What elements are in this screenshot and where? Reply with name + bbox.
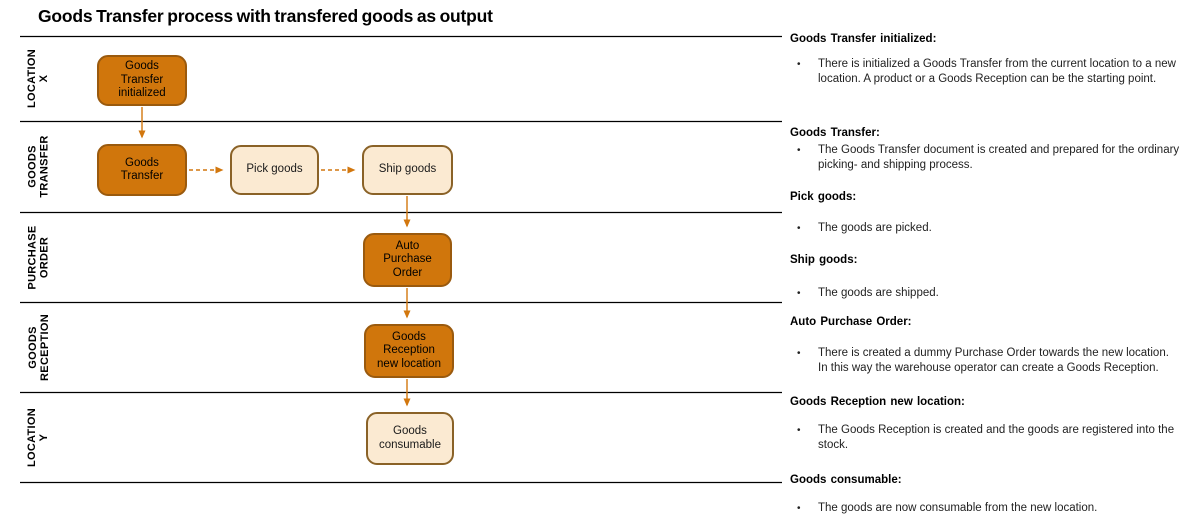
node-auto-purchase-order: Auto Purchase Order: [363, 233, 452, 287]
bullet-text: The Goods Transfer document is created a…: [818, 144, 1180, 171]
node-goods-transfer: Goods Transfer: [97, 144, 187, 196]
bullet-text: The goods are now consumable from the ne…: [818, 502, 1098, 514]
bullet-item: • The Goods Transfer document is created…: [797, 143, 1193, 173]
bullet-item: • There is initialized a Goods Transfer …: [797, 57, 1193, 87]
node-ship-goods: Ship goods: [362, 145, 453, 195]
lane-label-location-x: LOCATION X: [26, 48, 51, 109]
bullet-text: There is initialized a Goods Transfer fr…: [818, 58, 1176, 85]
bullet-item: • The goods are picked.: [797, 221, 1193, 236]
section-heading-pick-goods: Pick goods:: [790, 191, 857, 203]
bullet-marker: •: [797, 348, 801, 359]
bullet-item: • The Goods Reception is created and the…: [797, 423, 1193, 453]
page-title: Goods Transfer process with transfered g…: [38, 6, 493, 26]
node-goods-consumable: Goods consumable: [366, 412, 454, 465]
bullet-text: The goods are shipped.: [818, 287, 939, 299]
bullet-text: The goods are picked.: [818, 222, 932, 234]
bullet-text: The Goods Reception is created and the g…: [818, 424, 1175, 451]
lane-label-location-y: LOCATION Y: [26, 407, 51, 467]
bullet-item: • There is created a dummy Purchase Orde…: [797, 346, 1193, 376]
bullet-marker: •: [797, 425, 801, 436]
node-goods-reception-new-location: Goods Reception new location: [364, 324, 454, 378]
bullet-marker: •: [797, 288, 801, 299]
section-heading-goods-reception-new-location: Goods Reception new location:: [790, 396, 965, 408]
lane-label-goods-reception: GOODS RECEPTION: [26, 313, 51, 381]
bullet-marker: •: [797, 503, 801, 514]
node-goods-transfer-initialized: Goods Transfer initialized: [97, 55, 187, 106]
section-heading-ship-goods: Ship goods:: [790, 254, 858, 266]
bullet-item: • The goods are shipped.: [797, 286, 1193, 301]
node-pick-goods: Pick goods: [230, 145, 319, 195]
bullet-text: There is created a dummy Purchase Order …: [818, 347, 1169, 374]
bullet-marker: •: [797, 223, 801, 234]
description-panel: Goods Transfer initialized: • There is i…: [790, 0, 1196, 529]
bullet-item: • The goods are now consumable from the …: [797, 501, 1193, 516]
section-heading-auto-purchase-order: Auto Purchase Order:: [790, 316, 912, 328]
bullet-marker: •: [797, 145, 801, 156]
lane-label-goods-transfer: GOODS TRANSFER: [26, 135, 51, 198]
lane-label-purchase-order: PURCHASE ORDER: [26, 224, 51, 290]
bullet-marker: •: [797, 59, 801, 70]
section-heading-goods-transfer-initialized: Goods Transfer initialized:: [790, 33, 937, 45]
section-heading-goods-transfer: Goods Transfer:: [790, 127, 880, 139]
section-heading-goods-consumable: Goods consumable:: [790, 474, 902, 486]
